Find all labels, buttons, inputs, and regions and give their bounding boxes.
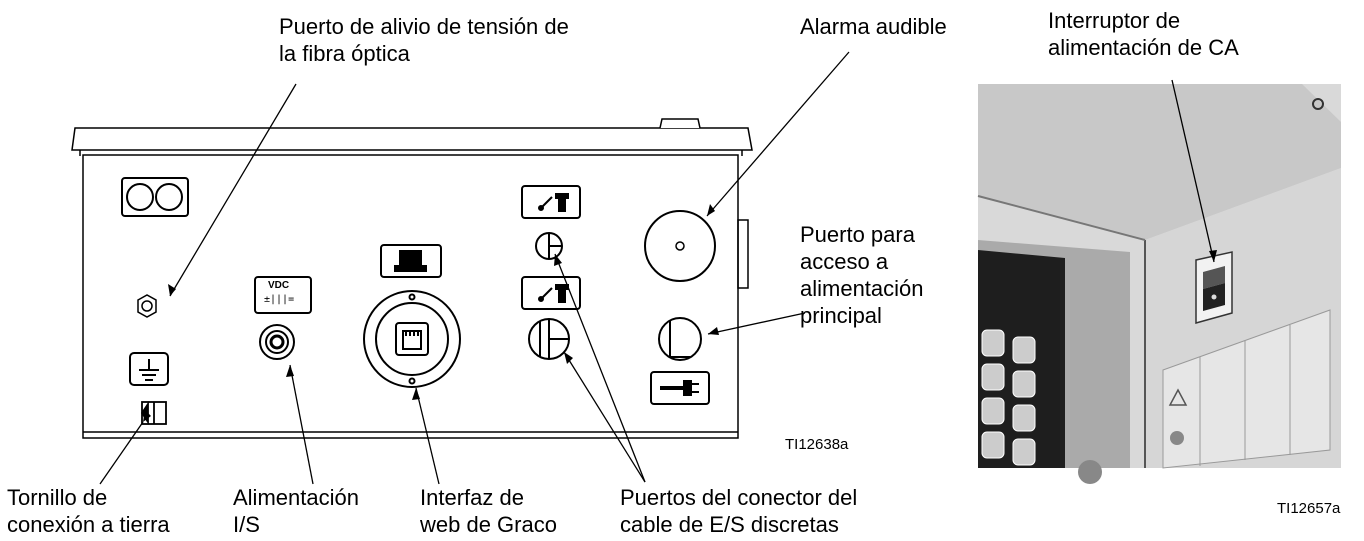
vdc-symbol: ±|||= <box>264 294 295 305</box>
figure-ref-left: TI12638a <box>785 436 849 453</box>
ground-symbol-icon <box>129 352 169 386</box>
plug-icon <box>650 371 710 405</box>
fiber-optic-port <box>121 177 189 318</box>
label-audible-alarm: Alarma audible <box>800 14 947 39</box>
discrete-io-port-2 <box>528 318 570 360</box>
leader-lines <box>99 51 1215 485</box>
discrete-io-icons <box>521 185 581 310</box>
vdc-label: VDC <box>268 280 290 291</box>
figure-ref-right: TI12657a <box>1277 500 1341 517</box>
arrowheads <box>143 204 1217 422</box>
audible-alarm <box>644 210 716 282</box>
discrete-io-port-1 <box>535 232 563 260</box>
vdc-power-connector <box>254 276 312 360</box>
main-power-port <box>658 317 702 361</box>
ethernet-port <box>363 290 461 388</box>
computer-icon <box>380 244 442 278</box>
enclosure-photo <box>977 84 1341 484</box>
